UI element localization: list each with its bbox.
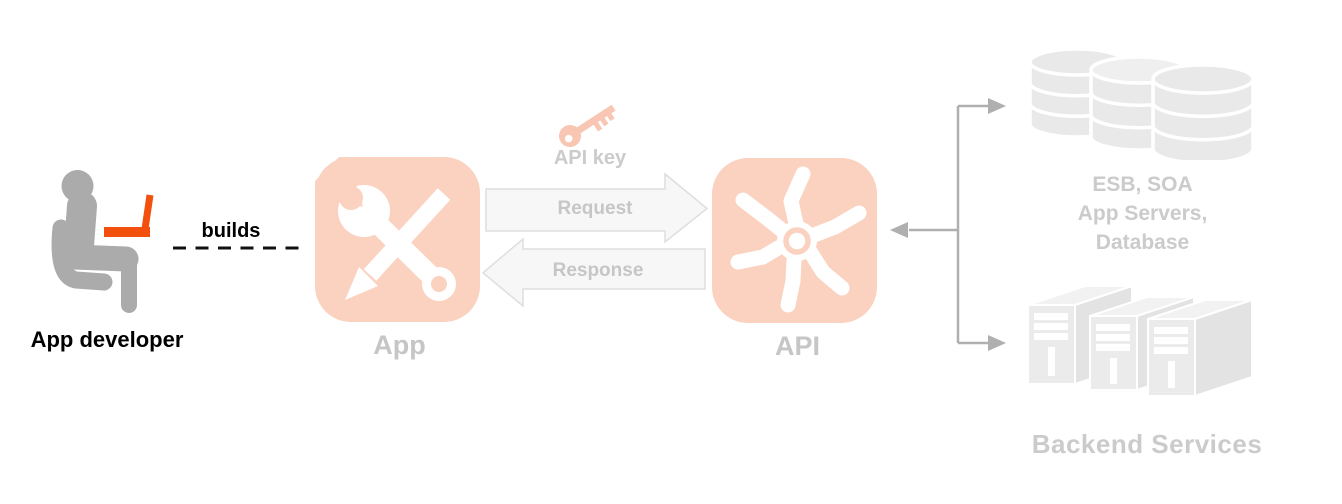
app-node (315, 157, 480, 322)
server-tower-3 (1147, 298, 1253, 398)
api-node (712, 158, 877, 323)
wrench-and-pencil-icon (315, 157, 456, 301)
response-arrow (481, 237, 706, 308)
response-label: Response (552, 260, 644, 281)
app-developer-label: App developer (30, 327, 184, 352)
builds-dashed-line (173, 246, 303, 250)
app-label: App (373, 330, 426, 360)
esb-soa-label: ESB, SOA App Servers, Database (1077, 173, 1208, 254)
api-backend-connector (890, 98, 1006, 351)
arrowhead-left-icon (890, 222, 908, 238)
api-label: API (774, 331, 820, 361)
laptop-icon (104, 194, 154, 237)
backend-servers-icon (1027, 284, 1253, 398)
person-sitting-icon (51, 170, 139, 313)
request-arrow (485, 172, 709, 244)
request-label: Request (557, 198, 633, 219)
arrowhead-top-icon (988, 98, 1006, 114)
api-key-label: API key (553, 147, 627, 169)
app-developer-icon (51, 170, 154, 313)
builds-label: builds (201, 220, 261, 242)
backend-services-label: Backend Services (1031, 429, 1263, 459)
api-key-icon (559, 104, 616, 147)
pinwheel-gear-icon (730, 166, 867, 313)
database-cylinder-3 (1151, 63, 1255, 160)
request-response-arrows (481, 172, 709, 308)
databases-icon (1028, 47, 1255, 160)
arrowhead-bottom-icon (988, 335, 1006, 351)
